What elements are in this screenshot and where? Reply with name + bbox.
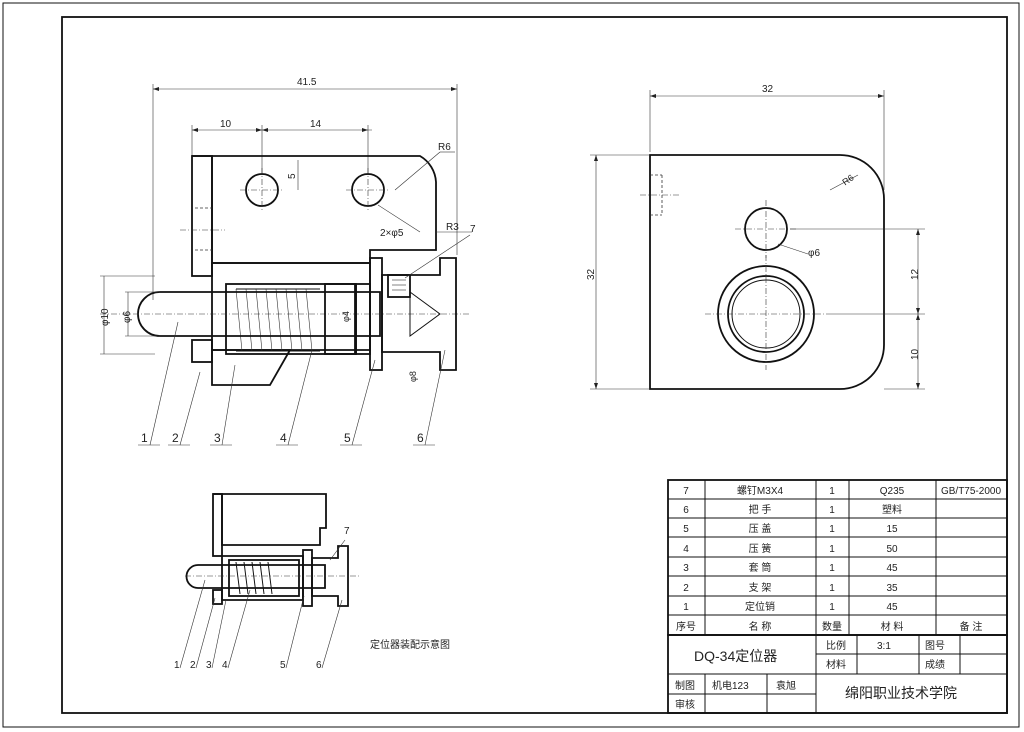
grade-label: 成绩 [925, 658, 945, 671]
bom-header-material: 材 料 [881, 620, 904, 633]
side-radius: R6 [840, 172, 855, 187]
bom-header-qty: 数量 [822, 620, 842, 633]
callout-4: 4 [280, 431, 287, 445]
bom-cell-no: 4 [683, 544, 689, 555]
bom-header-no: 序号 [676, 620, 696, 633]
callout-5: 5 [344, 431, 351, 445]
bom-cell-name: 支 架 [749, 582, 772, 594]
scale-value: 3:1 [877, 641, 891, 652]
callout-3: 3 [214, 431, 221, 445]
asm-callout-2: 2 [190, 660, 196, 671]
side-hole-dia: φ6 [808, 248, 820, 259]
bom-cell-qty: 1 [829, 486, 835, 497]
drawn-value: 机电123 [712, 679, 749, 692]
dim-radius-r3: R3 [446, 222, 459, 233]
scale-label: 比例 [826, 639, 846, 652]
bom-cell-material: 35 [886, 583, 898, 594]
dim-dia-6: φ6 [122, 311, 133, 323]
callout-2: 2 [172, 431, 179, 445]
drawing-no-label: 图号 [925, 640, 945, 652]
bom-table: 7 螺钉M3X4 1 Q235 GB/T75-2000 6 把 手 1 塑料 5 压 盖 1 15 4 压 … [667, 479, 1008, 636]
dim-overall: 41.5 [297, 77, 317, 88]
bom-cell-material: 15 [886, 524, 898, 535]
bom-cell-no: 6 [683, 505, 689, 516]
title-block: DQ-34定位器 比例 3:1 图号 材料 成绩 制图 机电123 袁旭 审核 … [667, 634, 1008, 714]
front-view: 41.5 10 14 5 R6 2×φ5 [100, 77, 476, 446]
dim-height: 32 [586, 268, 597, 280]
bom-cell-qty: 1 [829, 505, 835, 516]
dim-dia-10: φ10 [100, 308, 111, 326]
bom-cell-name: 定位销 [745, 600, 775, 613]
bom-cell-no: 5 [683, 524, 689, 535]
bom-cell-no: 7 [683, 486, 689, 497]
callout-6: 6 [417, 431, 424, 445]
callout-7: 7 [470, 224, 476, 235]
bom-cell-name: 压 簧 [749, 542, 772, 555]
bom-cell-material: 塑料 [882, 503, 902, 516]
dim-hole-offset: 10 [220, 119, 232, 130]
callout-1: 1 [141, 431, 148, 445]
dim-holes: 2×φ5 [380, 228, 404, 239]
bom-cell-material: 45 [886, 602, 898, 613]
asm-callout-5: 5 [280, 660, 286, 671]
material-label: 材料 [826, 658, 846, 671]
bom-cell-material: Q235 [880, 486, 905, 497]
asm-callout-7: 7 [344, 526, 350, 537]
bom-cell-material: 45 [886, 563, 898, 574]
checked-label: 审核 [675, 698, 695, 711]
bom-cell-qty: 1 [829, 563, 835, 574]
assembly-view: 1 2 3 4 5 6 7 定位器装配示意图 [174, 493, 450, 671]
bom-cell-name: 套 筒 [749, 561, 772, 574]
dim-hole-vertical: 5 [287, 173, 298, 179]
side-view: 32 32 R6 φ6 12 10 [586, 84, 925, 390]
drawing-name: DQ-34定位器 [694, 648, 777, 664]
dim-width: 32 [762, 84, 774, 95]
bom-cell-qty: 1 [829, 544, 835, 555]
bom-cell-no: 1 [683, 602, 689, 613]
dim-dia-inner: φ4 [341, 311, 351, 322]
bom-cell-name: 螺钉M3X4 [737, 485, 784, 497]
bom-header-note: 备 注 [960, 620, 983, 633]
dim-dia-knob: φ8 [408, 371, 418, 382]
bom-cell-no: 2 [683, 583, 689, 594]
school-name: 绵阳职业技术学院 [845, 685, 957, 701]
asm-callout-3: 3 [206, 660, 212, 671]
bom-cell-material: 50 [886, 544, 898, 555]
bom-cell-qty: 1 [829, 524, 835, 535]
bom-cell-no: 3 [683, 563, 689, 574]
drawer-name: 袁旭 [776, 680, 796, 692]
drawn-label: 制图 [675, 679, 695, 692]
assembly-caption: 定位器装配示意图 [370, 638, 450, 651]
bom-cell-note: GB/T75-2000 [941, 486, 1001, 497]
inner-border [61, 16, 1008, 714]
bom-header-name: 名 称 [749, 620, 772, 633]
dim-hole-spacing: 14 [310, 119, 322, 130]
dim-10: 10 [910, 348, 921, 360]
bom-cell-name: 压 盖 [749, 522, 772, 535]
bom-cell-qty: 1 [829, 583, 835, 594]
dim-radius-r6: R6 [438, 142, 451, 153]
bom-cell-qty: 1 [829, 602, 835, 613]
spring [235, 288, 320, 352]
bom-cell-name: 把 手 [749, 503, 772, 516]
dim-12: 12 [910, 268, 921, 280]
asm-callout-6: 6 [316, 660, 322, 671]
asm-callout-1: 1 [174, 660, 180, 671]
asm-callout-4: 4 [222, 660, 228, 671]
